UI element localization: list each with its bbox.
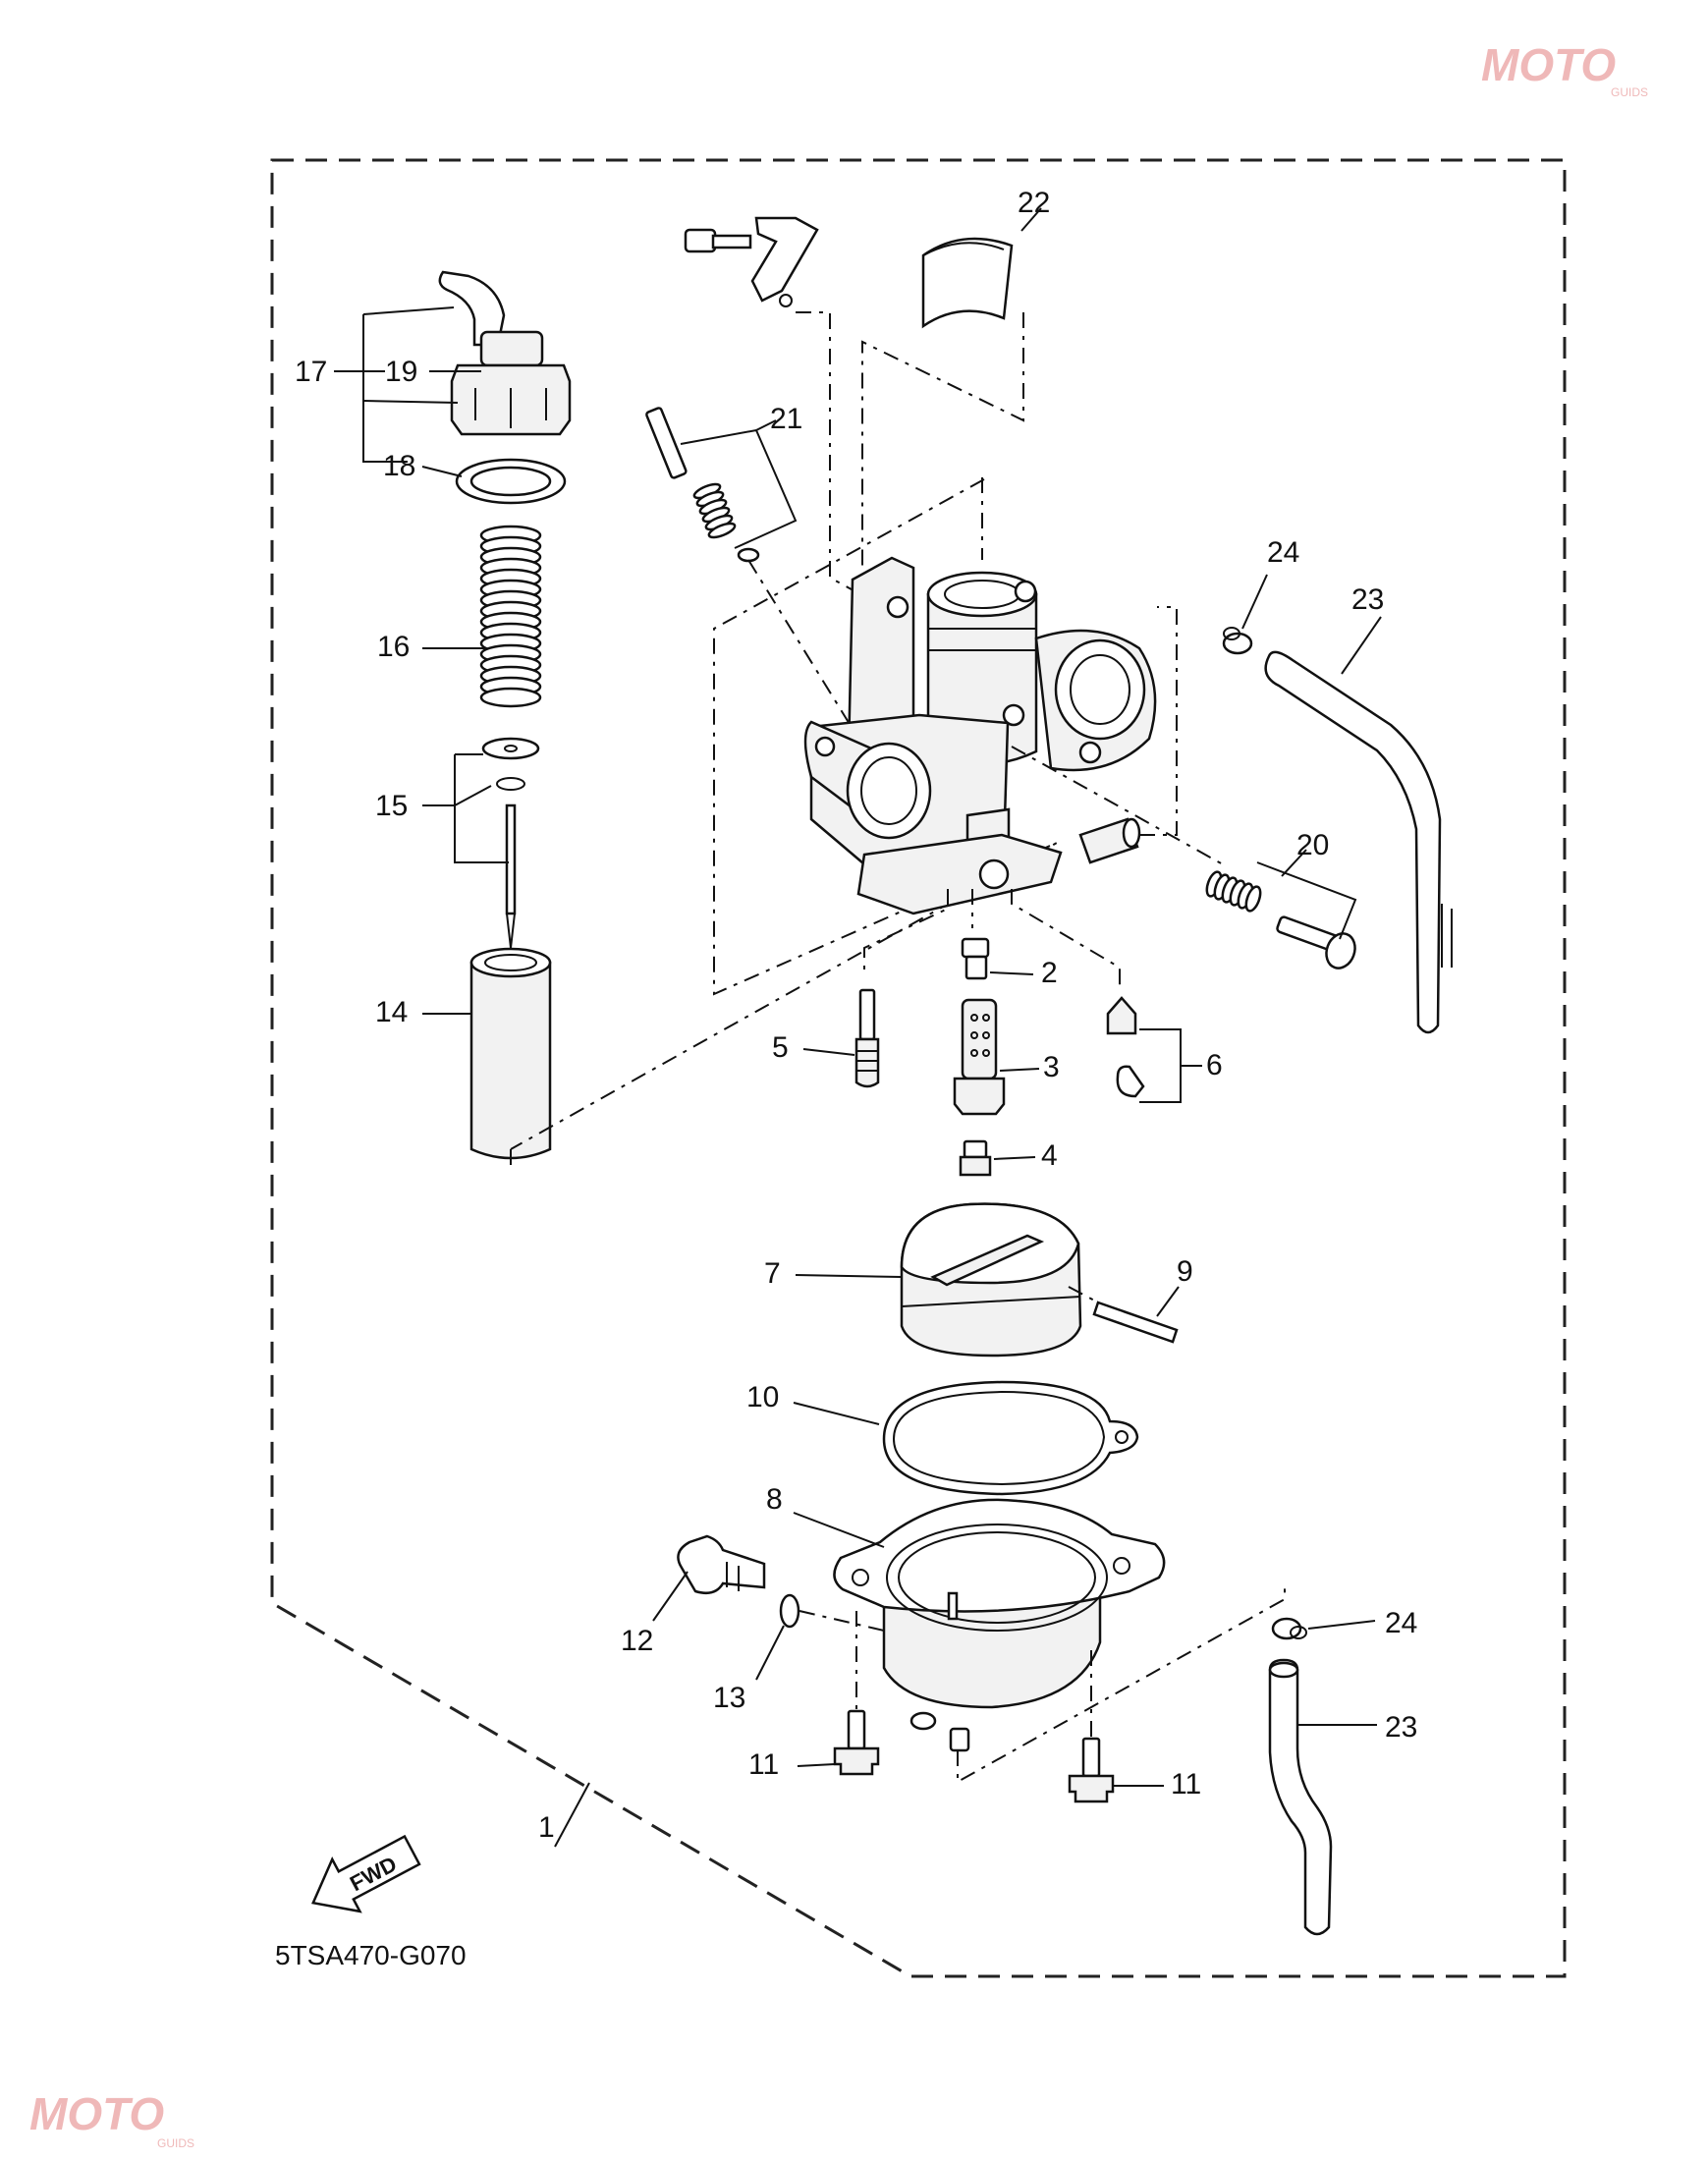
label-17: 17 bbox=[295, 356, 327, 388]
label-24-bottom: 24 bbox=[1385, 1607, 1417, 1639]
part-11-screw-left bbox=[833, 1709, 880, 1776]
label-19: 19 bbox=[385, 356, 417, 388]
assembly-boundary bbox=[270, 158, 1567, 1978]
assembly-line-cap-band bbox=[861, 312, 1024, 568]
part-4-main-jet bbox=[959, 1139, 992, 1177]
spring-coil bbox=[479, 687, 542, 708]
part-19-starter-cap bbox=[438, 270, 572, 436]
label-2: 2 bbox=[1041, 957, 1058, 989]
cable-bracket bbox=[750, 216, 819, 307]
part-8-float-chamber bbox=[833, 1498, 1166, 1752]
label-15: 15 bbox=[375, 790, 408, 822]
label-24-top: 24 bbox=[1267, 536, 1299, 569]
label-10: 10 bbox=[746, 1381, 779, 1413]
label-6: 6 bbox=[1206, 1049, 1223, 1081]
assembly-line-pilot-screw bbox=[1011, 746, 1224, 865]
label-21: 21 bbox=[770, 403, 802, 435]
part-21-pilot-screw-set bbox=[645, 407, 760, 563]
label-23-bottom: 23 bbox=[1385, 1711, 1417, 1744]
watermark-sub: GUIDS bbox=[1611, 85, 1648, 99]
label-3: 3 bbox=[1043, 1051, 1060, 1083]
label-11-left: 11 bbox=[748, 1748, 779, 1781]
label-13: 13 bbox=[713, 1682, 745, 1714]
part-24-hose-clip-top bbox=[1222, 627, 1253, 655]
label-11-right: 11 bbox=[1171, 1768, 1201, 1801]
spring-coil bbox=[1244, 885, 1262, 913]
part-9-float-pin bbox=[1092, 1301, 1179, 1344]
label-1: 1 bbox=[538, 1811, 555, 1844]
part-23-hose-bottom bbox=[1268, 1658, 1333, 1936]
label-23-top: 23 bbox=[1351, 583, 1384, 616]
part-3-needle-jet-main bbox=[953, 998, 1006, 1116]
watermark-bottom: MOTO GUIDS bbox=[29, 2088, 194, 2150]
label-7: 7 bbox=[764, 1257, 781, 1290]
label-9: 9 bbox=[1177, 1255, 1193, 1288]
bracket-screw bbox=[684, 228, 752, 253]
part-13-o-ring bbox=[779, 1593, 800, 1629]
label-8: 8 bbox=[766, 1483, 783, 1516]
part-18-washer bbox=[455, 458, 567, 505]
assembly-line-throttle-valve bbox=[510, 478, 1058, 1150]
part-14-throttle-valve bbox=[469, 947, 552, 1160]
label-12: 12 bbox=[621, 1625, 653, 1657]
assembly-line-jet-needle bbox=[863, 889, 949, 977]
part-11-screw-right bbox=[1068, 1737, 1115, 1803]
part-16-spring bbox=[479, 525, 542, 708]
watermark-brand-bottom: MOTO bbox=[29, 2088, 164, 2139]
assembly-line-bracket bbox=[796, 311, 870, 600]
label-5: 5 bbox=[772, 1031, 789, 1064]
carburetor-body bbox=[803, 556, 1157, 915]
leader-17 bbox=[362, 314, 408, 463]
label-18: 18 bbox=[383, 450, 415, 482]
watermark-brand: MOTO bbox=[1481, 39, 1616, 90]
label-20: 20 bbox=[1296, 829, 1329, 861]
part-24-hose-clip-bottom bbox=[1271, 1617, 1307, 1640]
part-23-hose-top bbox=[1264, 650, 1453, 1034]
part-7-float bbox=[900, 1202, 1082, 1358]
part-labels: 1 2 3 4 5 6 7 8 9 10 11 11 12 13 14 15 1… bbox=[295, 187, 1417, 1844]
part-6-needle-valve-set bbox=[1106, 996, 1145, 1098]
part-2-needle-jet bbox=[961, 937, 990, 980]
label-4: 4 bbox=[1041, 1139, 1058, 1172]
part-20-throttle-stop-screw-set bbox=[1205, 870, 1356, 970]
part-10-float-chamber-gasket bbox=[882, 1380, 1139, 1496]
diagram-code: 5TSA470-G070 bbox=[275, 1940, 467, 1970]
part-5-pilot-jet bbox=[854, 988, 880, 1088]
label-22: 22 bbox=[1018, 187, 1050, 219]
watermark-top: MOTO GUIDS bbox=[1481, 39, 1648, 99]
leader-1 bbox=[554, 1782, 590, 1848]
part-15-jet-needle-set bbox=[481, 737, 540, 949]
label-16: 16 bbox=[377, 631, 410, 663]
fwd-arrow-icon: FWD bbox=[311, 1834, 421, 1913]
label-14: 14 bbox=[375, 996, 408, 1028]
part-22-cap-band bbox=[921, 237, 1014, 329]
part-12-drain-screw bbox=[677, 1534, 766, 1594]
watermark-sub-bottom: GUIDS bbox=[157, 2136, 194, 2150]
spring-coil bbox=[707, 522, 737, 539]
